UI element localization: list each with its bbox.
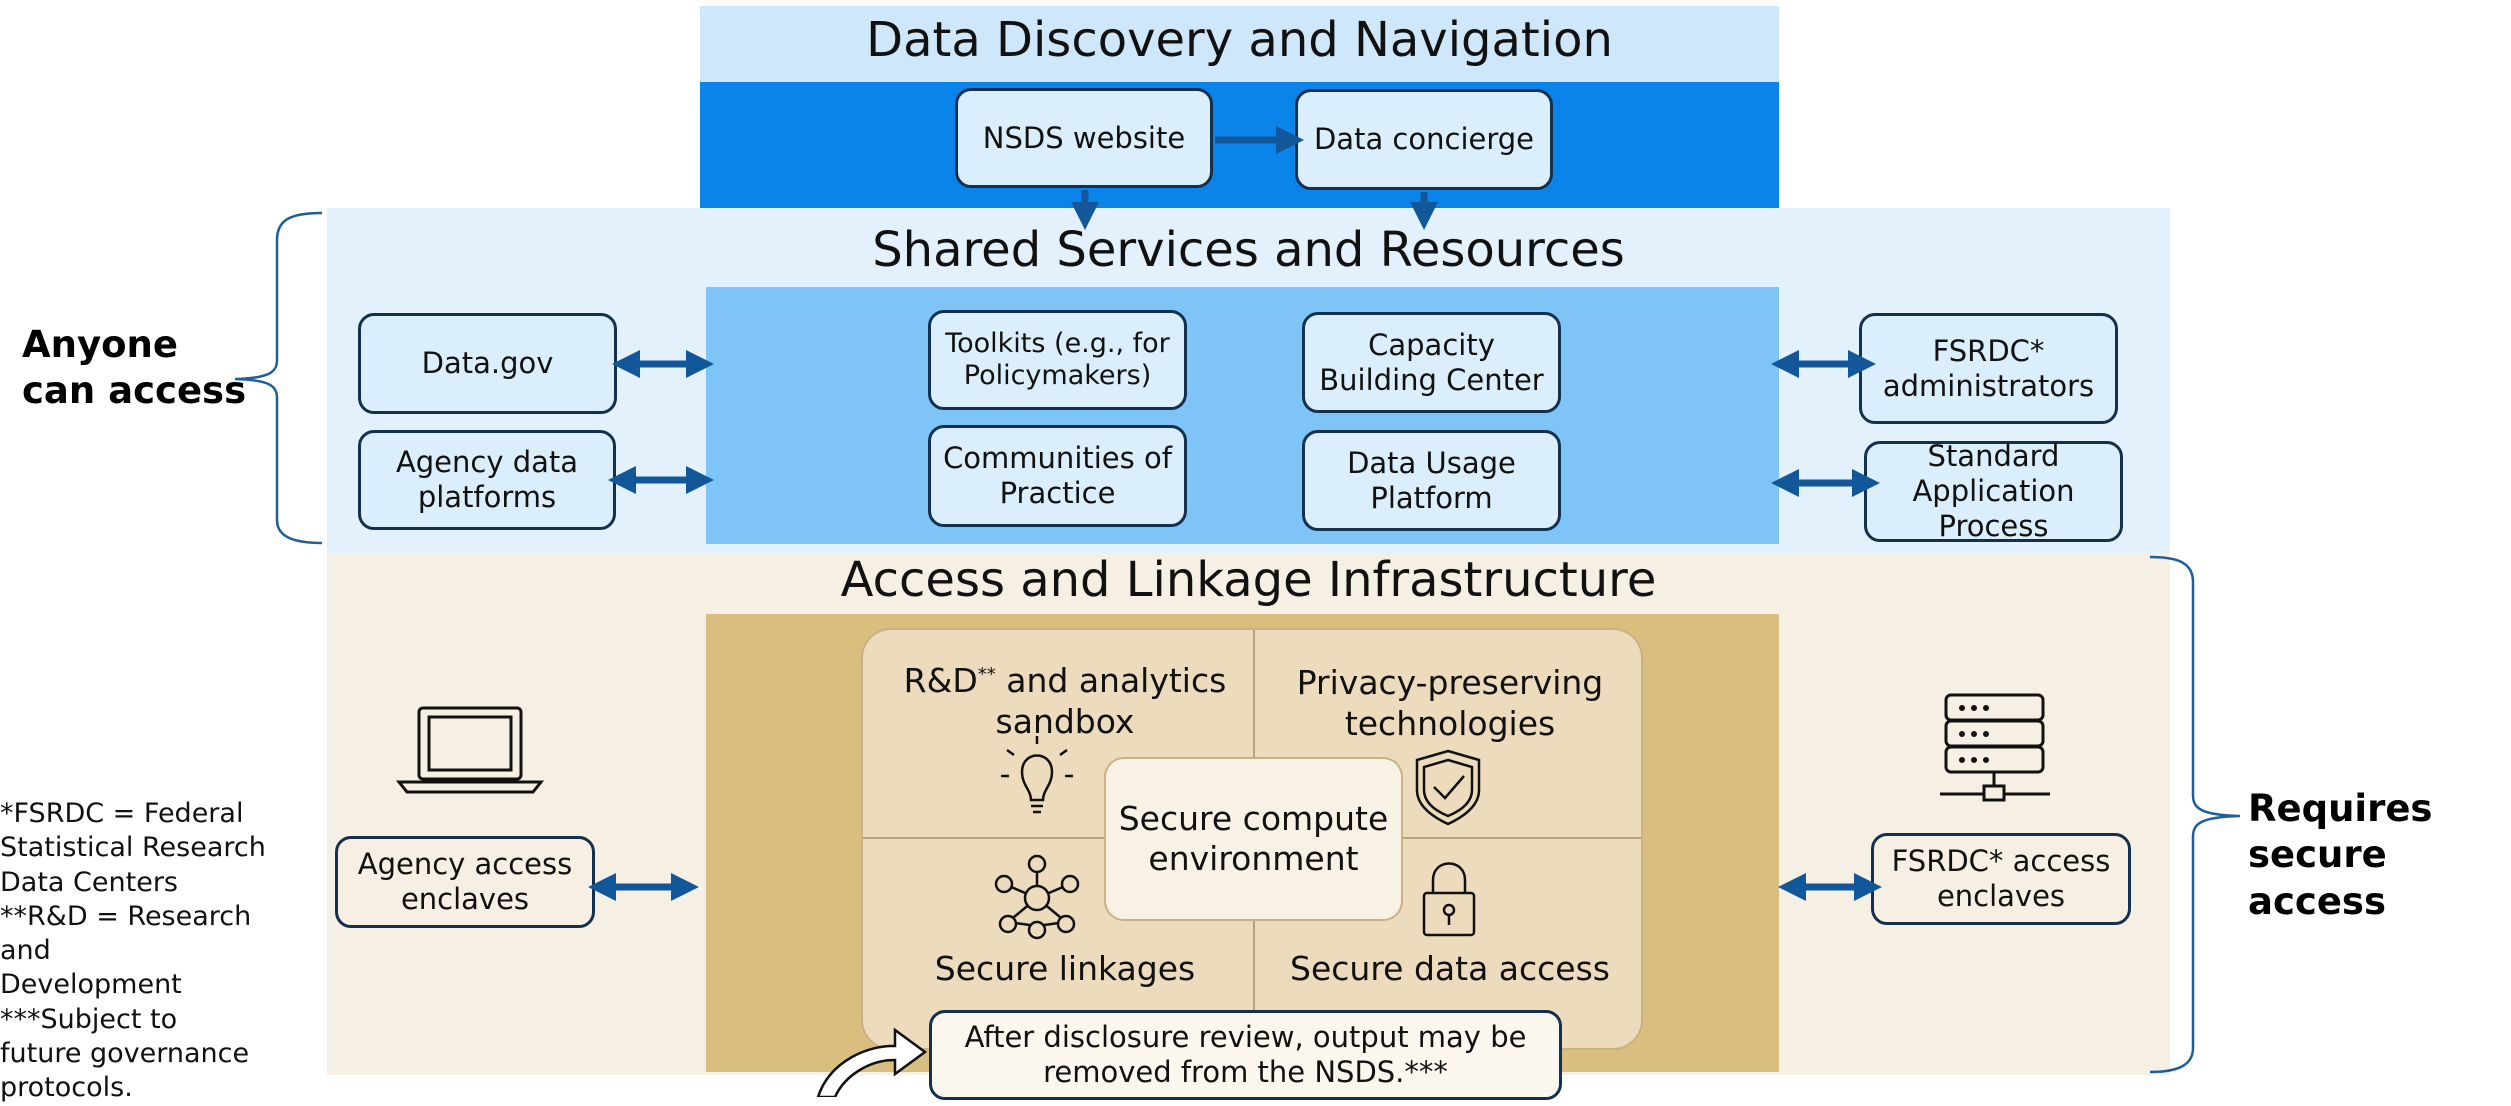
secure-linkages-label: Secure linkages xyxy=(934,949,1196,988)
fsrdc-enclaves-box: FSRDC* access enclaves xyxy=(1871,833,2131,925)
secure-compute-box: Secure compute environment xyxy=(1104,757,1403,921)
lightbulb-icon xyxy=(1001,736,1073,814)
laptop-icon xyxy=(395,706,545,794)
privacy-label: Privacy-preserving technologies xyxy=(1296,663,1604,744)
toolkits-box: Toolkits (e.g., for Policymakers) xyxy=(928,310,1187,410)
fsrdc-admin-box: FSRDC* administrators xyxy=(1859,313,2118,424)
communities-box: Communities of Practice xyxy=(928,425,1187,527)
access-title: Access and Linkage Infrastructure xyxy=(840,552,1657,608)
anyone-can-access-label: Anyone can access xyxy=(22,323,247,413)
capacity-box: Capacity Building Center xyxy=(1302,312,1561,413)
discovery-title: Data Discovery and Navigation xyxy=(866,12,1613,68)
data-concierge-box: Data concierge xyxy=(1295,89,1553,190)
requires-secure-access-label: Requires secure access xyxy=(2248,787,2433,923)
server-icon xyxy=(1940,693,2050,802)
padlock-icon xyxy=(1422,862,1476,937)
discovery-inner-band xyxy=(700,82,1779,208)
shared-inner-band xyxy=(706,287,1779,544)
discovery-band xyxy=(700,6,1779,82)
disclosure-box: After disclosure review, output may be r… xyxy=(929,1010,1562,1100)
flow-arrows xyxy=(588,126,1882,901)
network-icon xyxy=(994,854,1080,940)
curved-arrow-icon xyxy=(816,1027,928,1097)
shield-check-icon xyxy=(1415,749,1481,826)
rd-sandbox-label: R&D** and analytics sandbox xyxy=(903,661,1227,742)
standard-app-box: Standard Application Process xyxy=(1864,439,2123,543)
nsds-website-box: NSDS website xyxy=(955,88,1213,188)
data-gov-box: Data.gov xyxy=(358,313,617,414)
shared-title: Shared Services and Resources xyxy=(872,222,1625,278)
left-brace xyxy=(234,211,323,545)
server-dots xyxy=(1959,705,1989,763)
agency-enclaves-box: Agency access enclaves xyxy=(335,836,595,928)
right-brace xyxy=(2149,555,2241,1074)
agency-platforms-box: Agency data platforms xyxy=(358,430,616,530)
secure-data-access-label: Secure data access xyxy=(1290,949,1610,988)
data-usage-box: Data Usage Platform xyxy=(1302,430,1561,531)
footnotes: *FSRDC = Federal Statistical Research Da… xyxy=(0,798,266,1104)
